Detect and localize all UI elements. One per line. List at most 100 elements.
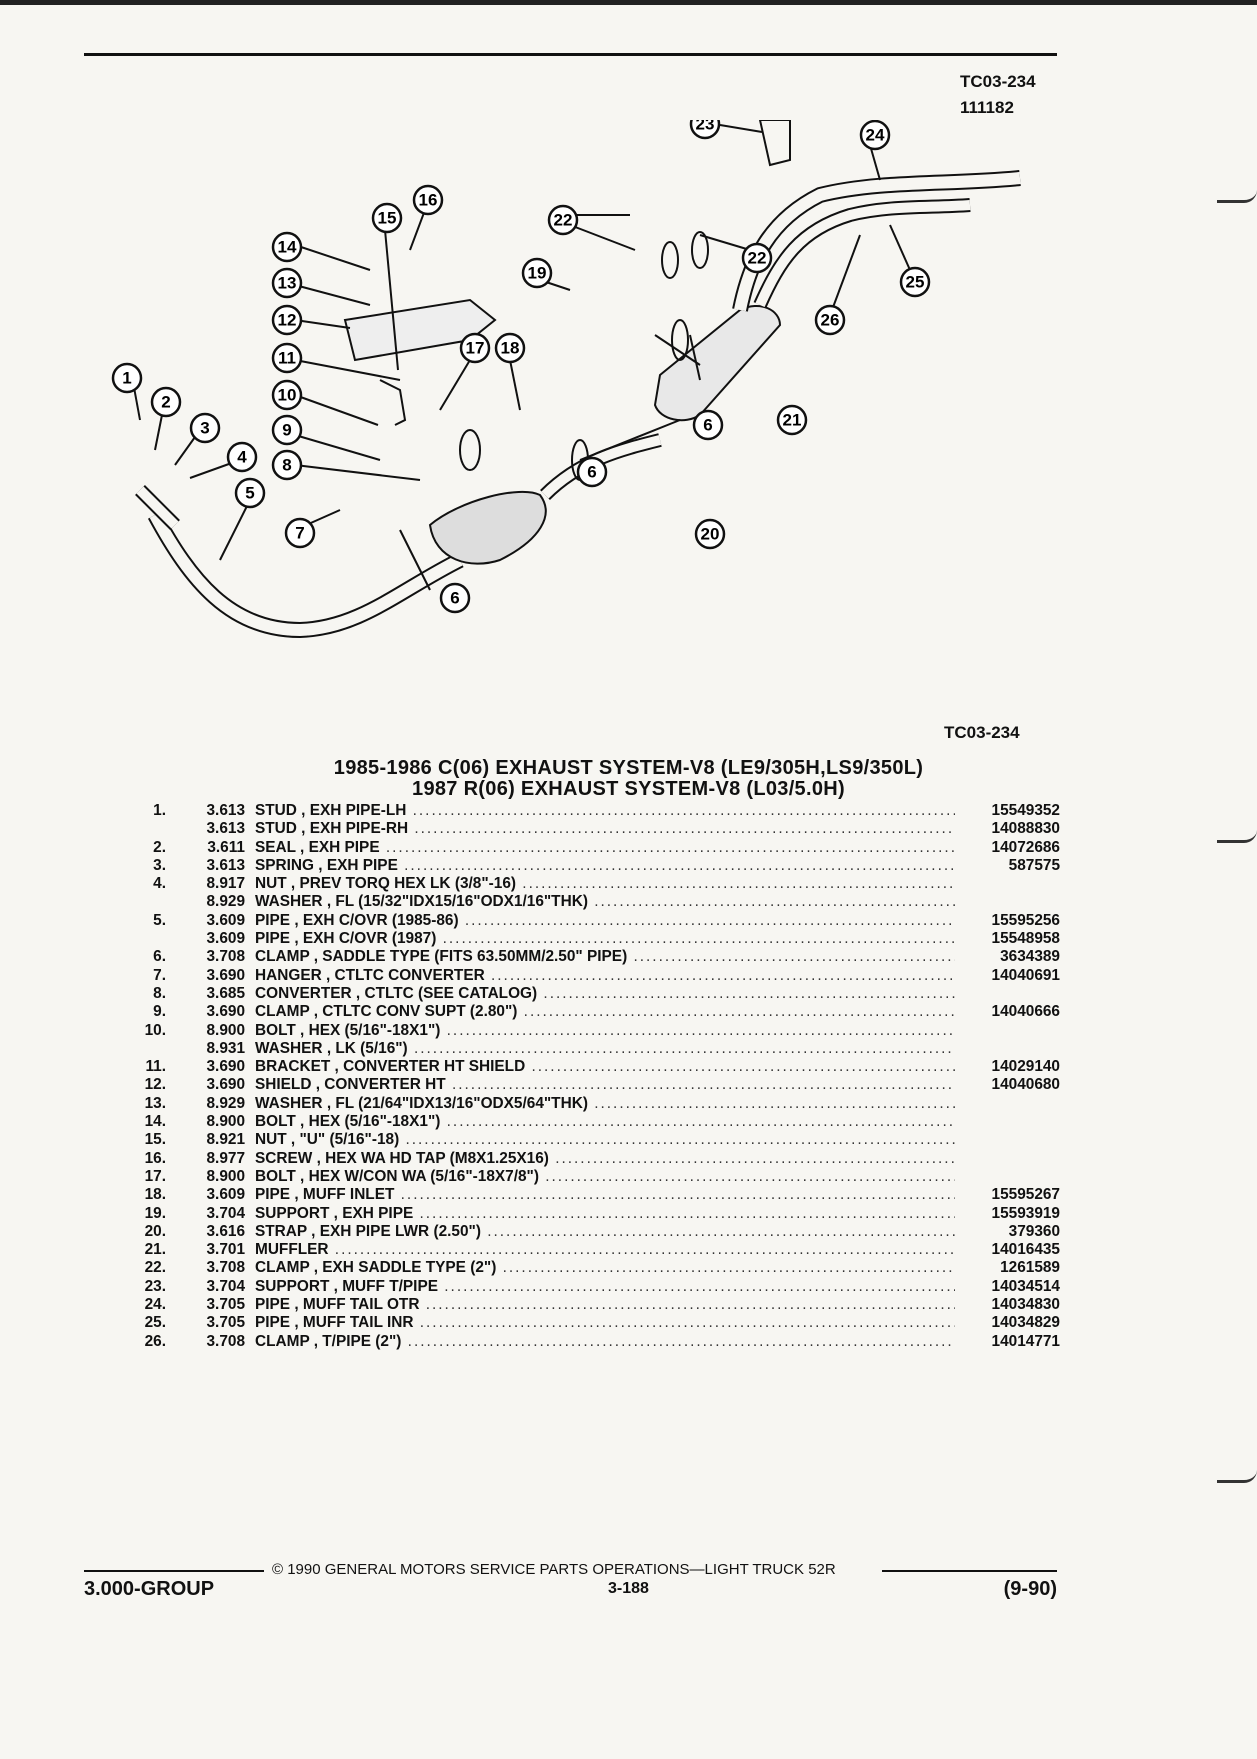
callout-10: 10 xyxy=(271,379,303,411)
part-group-number: 8.931 xyxy=(206,1039,245,1057)
svg-text:6: 6 xyxy=(587,463,596,482)
part-group-number: 3.690 xyxy=(206,966,245,984)
part-item-number: 18. xyxy=(144,1186,166,1204)
svg-text:22: 22 xyxy=(554,211,573,230)
callout-1: 1 xyxy=(111,362,143,394)
part-item-number: 22. xyxy=(144,1259,166,1277)
part-group-number: 3.708 xyxy=(206,1259,245,1277)
svg-text:3: 3 xyxy=(200,419,209,438)
callout-3: 3 xyxy=(189,412,221,444)
part-item-number: 14. xyxy=(144,1113,166,1131)
parts-row: 3.609 PIPE , EXH C/OVR (1987) 15548958 xyxy=(120,930,1060,948)
scan-margin-mark xyxy=(1217,1470,1257,1483)
callout-21: 21 xyxy=(776,404,808,436)
footer-date: (9-90) xyxy=(1003,1578,1057,1600)
callout-8: 8 xyxy=(271,449,303,481)
part-group-number: 3.611 xyxy=(207,838,245,856)
svg-text:25: 25 xyxy=(906,273,925,292)
part-description: PIPE , MUFF INLET xyxy=(255,1186,955,1204)
part-group-number: 8.900 xyxy=(206,1021,245,1039)
part-item-number: 6. xyxy=(153,948,166,966)
part-number: 379360 xyxy=(1008,1222,1060,1240)
scan-margin-mark xyxy=(1217,190,1257,203)
part-number: 14034830 xyxy=(991,1296,1060,1314)
part-item-number: 16. xyxy=(144,1149,166,1167)
muffler-tailpipe-support xyxy=(758,120,791,167)
part-description: BOLT , HEX (5/16"-18X1") xyxy=(255,1022,955,1040)
part-group-number: 3.609 xyxy=(206,930,245,948)
part-group-number: 3.685 xyxy=(206,984,245,1002)
part-number: 14088830 xyxy=(991,820,1060,838)
figure-ref-number: 111182 xyxy=(960,98,1014,117)
figure-ref-code: TC03-234 xyxy=(960,72,1036,91)
callout-4: 4 xyxy=(226,441,258,473)
part-description: CLAMP , T/PIPE (2") xyxy=(255,1333,955,1351)
svg-text:9: 9 xyxy=(282,421,291,440)
svg-text:18: 18 xyxy=(501,339,520,358)
callout-9: 9 xyxy=(271,414,303,446)
part-item-number: 24. xyxy=(144,1296,166,1314)
part-item-number: 1. xyxy=(153,802,166,819)
part-item-number: 8. xyxy=(153,984,166,1002)
part-number: 14034829 xyxy=(991,1314,1060,1332)
callout-11: 11 xyxy=(271,342,303,374)
part-item-number: 17. xyxy=(144,1167,166,1185)
callout-15: 15 xyxy=(371,202,403,234)
part-item-number: 13. xyxy=(144,1094,166,1112)
callout-17: 17 xyxy=(459,332,491,364)
part-description: CONVERTER , CTLTC (SEE CATALOG) xyxy=(255,985,955,1003)
callout-14: 14 xyxy=(271,231,303,263)
part-number: 14029140 xyxy=(991,1058,1060,1076)
part-description: BOLT , HEX W/CON WA (5/16"-18X7/8") xyxy=(255,1168,955,1186)
svg-text:22: 22 xyxy=(748,249,767,268)
part-group-number: 8.900 xyxy=(206,1113,245,1131)
converter-shield-bracket xyxy=(379,379,407,426)
part-group-number: 3.705 xyxy=(206,1314,245,1332)
svg-text:23: 23 xyxy=(696,120,715,134)
part-group-number: 8.929 xyxy=(206,1094,245,1112)
callout-19: 19 xyxy=(521,257,553,289)
part-description: NUT , PREV TORQ HEX LK (3/8"-16) xyxy=(255,875,955,893)
callout-18: 18 xyxy=(494,332,526,364)
part-group-number: 3.708 xyxy=(206,948,245,966)
callout-13: 13 xyxy=(271,267,303,299)
part-description: SCREW , HEX WA HD TAP (M8X1.25X16) xyxy=(255,1150,955,1168)
part-item-number: 26. xyxy=(144,1332,166,1350)
part-group-number: 3.609 xyxy=(206,1186,245,1204)
part-description: SPRING , EXH PIPE xyxy=(255,857,955,875)
figure-caption-code: TC03-234 xyxy=(944,723,1020,742)
svg-text:5: 5 xyxy=(245,484,254,503)
part-description: PIPE , EXH C/OVR (1987) xyxy=(255,930,955,948)
footer-page-number: 3-188 xyxy=(608,1580,649,1597)
muffler xyxy=(653,305,782,422)
parts-row: 21.3.701MUFFLER14016435 xyxy=(120,1241,1060,1259)
heat-shield xyxy=(343,298,497,362)
part-group-number: 3.708 xyxy=(206,1332,245,1350)
part-description: STRAP , EXH PIPE LWR (2.50") xyxy=(255,1223,955,1241)
callout-2: 2 xyxy=(150,386,182,418)
part-item-number: 5. xyxy=(153,911,166,929)
callout-23: 23 xyxy=(689,120,721,140)
svg-text:7: 7 xyxy=(295,524,304,543)
footer-copyright: © 1990 GENERAL MOTORS SERVICE PARTS OPER… xyxy=(272,1561,836,1578)
part-group-number: 8.929 xyxy=(206,893,245,911)
exhaust-exploded-diagram: 1 2 3 4 5 6 6 6 7 8 9 10 11 12 13 14 15 … xyxy=(111,120,1021,639)
svg-text:12: 12 xyxy=(278,311,297,330)
part-item-number: 9. xyxy=(153,1003,166,1021)
callout-12: 12 xyxy=(271,304,303,336)
part-number: 15595256 xyxy=(991,911,1060,929)
part-number: 15548958 xyxy=(991,930,1060,948)
part-item-number: 15. xyxy=(144,1131,166,1149)
part-item-number: 19. xyxy=(144,1204,166,1222)
footer-group: 3.000-GROUP xyxy=(84,1578,215,1600)
part-item-number: 11. xyxy=(145,1058,166,1076)
part-number: 15593919 xyxy=(991,1204,1060,1222)
